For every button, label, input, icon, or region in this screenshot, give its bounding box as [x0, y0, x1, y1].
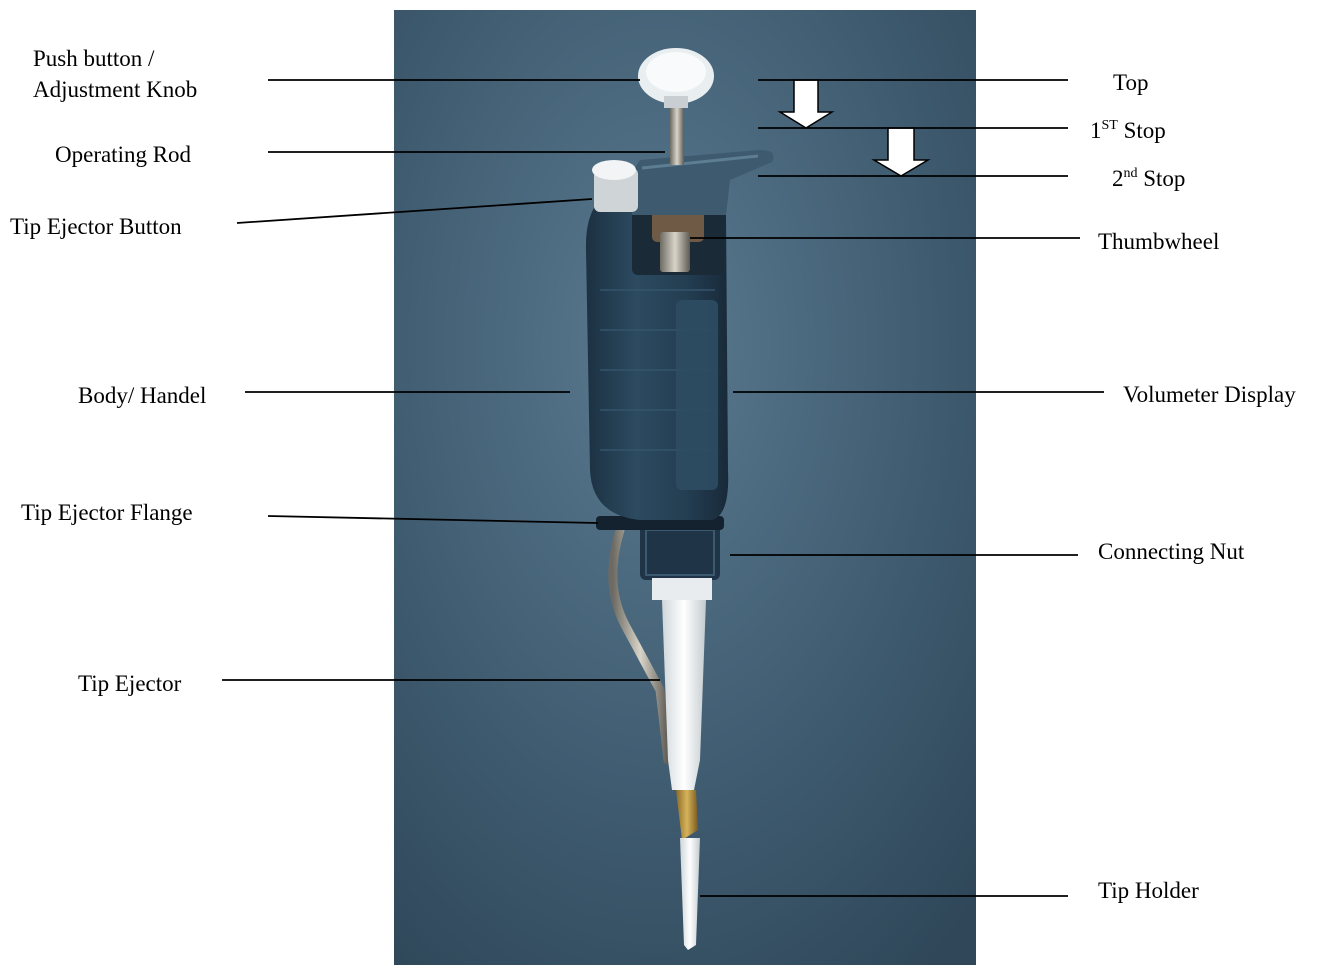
label-tip-ejector: Tip Ejector	[78, 668, 181, 699]
label-operating-rod: Operating Rod	[55, 139, 191, 170]
label-tip-holder: Tip Holder	[1098, 875, 1199, 906]
label-tip-ejector-button: Tip Ejector Button	[10, 211, 182, 242]
label-thumbwheel: Thumbwheel	[1098, 226, 1219, 257]
label-top: Top	[1113, 67, 1148, 98]
label-tip-ejector-flange: Tip Ejector Flange	[21, 497, 193, 528]
connecting-nut	[640, 525, 720, 580]
label-push-button-line2: Adjustment Knob	[33, 74, 197, 105]
label-push-button-line1: Push button /	[33, 43, 197, 74]
label-body-handel: Body/ Handel	[78, 380, 206, 411]
volumeter-display	[676, 300, 718, 490]
label-volumeter-display: Volumeter Display	[1123, 379, 1296, 410]
label-connecting-nut: Connecting Nut	[1098, 536, 1244, 567]
label-first-stop: 1ST Stop	[1090, 115, 1166, 146]
tip-holder-shaft	[662, 600, 706, 790]
label-second-stop: 2nd Stop	[1112, 163, 1185, 194]
label-push-button: Push button / Adjustment Knob	[33, 43, 197, 105]
